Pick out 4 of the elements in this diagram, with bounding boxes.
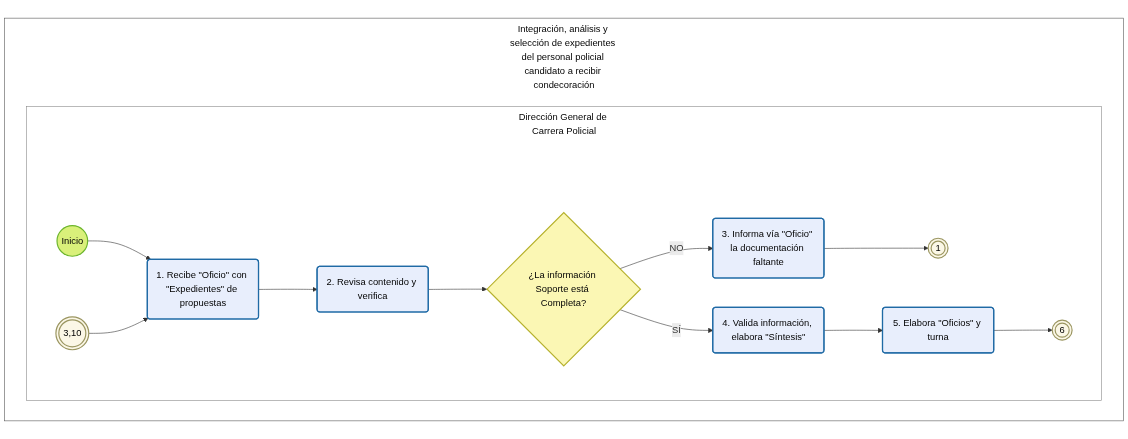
node-circle: Inicio: [56, 225, 89, 257]
edge-label: SÍ: [672, 324, 681, 335]
edge-label: NO: [669, 242, 684, 253]
node-diamond: ¿La información Soporte está Completa?: [486, 211, 642, 367]
